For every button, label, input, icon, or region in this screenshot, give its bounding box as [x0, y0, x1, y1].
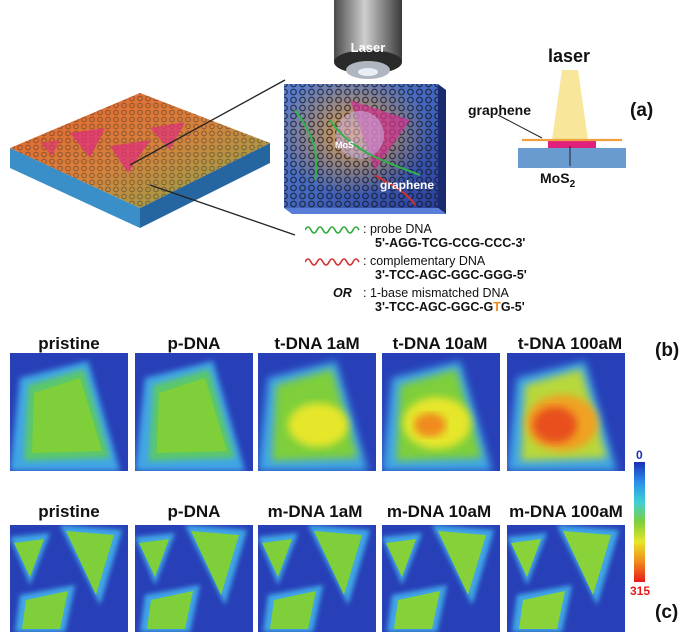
- raman-map-c1: [10, 525, 128, 632]
- colorbar-top-label: 0: [636, 448, 643, 462]
- raman-map-c2: [135, 525, 253, 632]
- raman-map-b1: [10, 353, 128, 471]
- panel-c-title-5: m-DNA 100aM: [509, 502, 623, 521]
- probe-dna-sequence: 5'-AGG-TCG-CCG-CCC-3': [375, 236, 526, 250]
- panel-b-title-5: t-DNA 100aM: [517, 334, 623, 353]
- raman-map-c3: [258, 525, 376, 632]
- raman-map-b2: [135, 353, 253, 471]
- panel-c-title-3: m-DNA 1aM: [267, 502, 363, 521]
- zoom-connector-lines: [130, 79, 296, 236]
- device-schematic: laser graphene MoS2: [468, 40, 645, 200]
- laser-head-label: Laser: [350, 40, 386, 55]
- panel-c-label: (c): [655, 602, 679, 623]
- graphene-tile-label: graphene: [380, 178, 435, 192]
- panel-c-title-4: m-DNA 10aM: [386, 502, 492, 521]
- substrate-slab-illustration: [10, 93, 270, 228]
- panel-c-title-2: p-DNA: [167, 502, 221, 521]
- raman-map-b3: [258, 353, 376, 471]
- raman-map-c5: [507, 525, 625, 632]
- panel-a-label: (a): [630, 100, 654, 121]
- mismatched-dna-sequence: 3'-TCC-AGC-GGC-GTG-5': [375, 300, 525, 314]
- laser-head-illustration: Laser: [320, 0, 416, 92]
- panel-c-title-1: pristine: [38, 502, 100, 521]
- graphene-tile-illustration: MoS graphene: [280, 80, 448, 218]
- raman-map-c4: [382, 525, 500, 632]
- schematic-laser-label: laser: [548, 46, 591, 66]
- panel-b-title-2: p-DNA: [167, 334, 221, 353]
- panel-b-title-1: pristine: [38, 334, 100, 353]
- or-word: OR: [333, 286, 352, 300]
- schematic-mos2-label: MoS2: [540, 170, 576, 190]
- complementary-dna-wave-icon: [305, 258, 360, 266]
- panel-b-title-4: t-DNA 10aM: [392, 334, 488, 353]
- complementary-dna-label: : complementary DNA: [363, 254, 486, 268]
- panel-b-label: (b): [655, 340, 680, 361]
- mos2-tile-label: MoS: [335, 140, 354, 150]
- mismatched-dna-label: : 1-base mismatched DNA: [363, 286, 509, 300]
- raman-map-b4: [382, 353, 500, 471]
- raman-map-b5: [507, 353, 625, 471]
- probe-dna-wave-icon: [305, 226, 360, 234]
- probe-dna-label: : probe DNA: [363, 222, 432, 236]
- panel-b-title-3: t-DNA 1aM: [274, 334, 360, 353]
- schematic-graphene-label: graphene: [468, 102, 532, 118]
- complementary-dna-sequence: 3'-TCC-AGC-GGC-GGG-5': [375, 268, 527, 282]
- colorbar-bottom-label: 315: [630, 584, 651, 598]
- colorbar-gradient: [634, 462, 645, 582]
